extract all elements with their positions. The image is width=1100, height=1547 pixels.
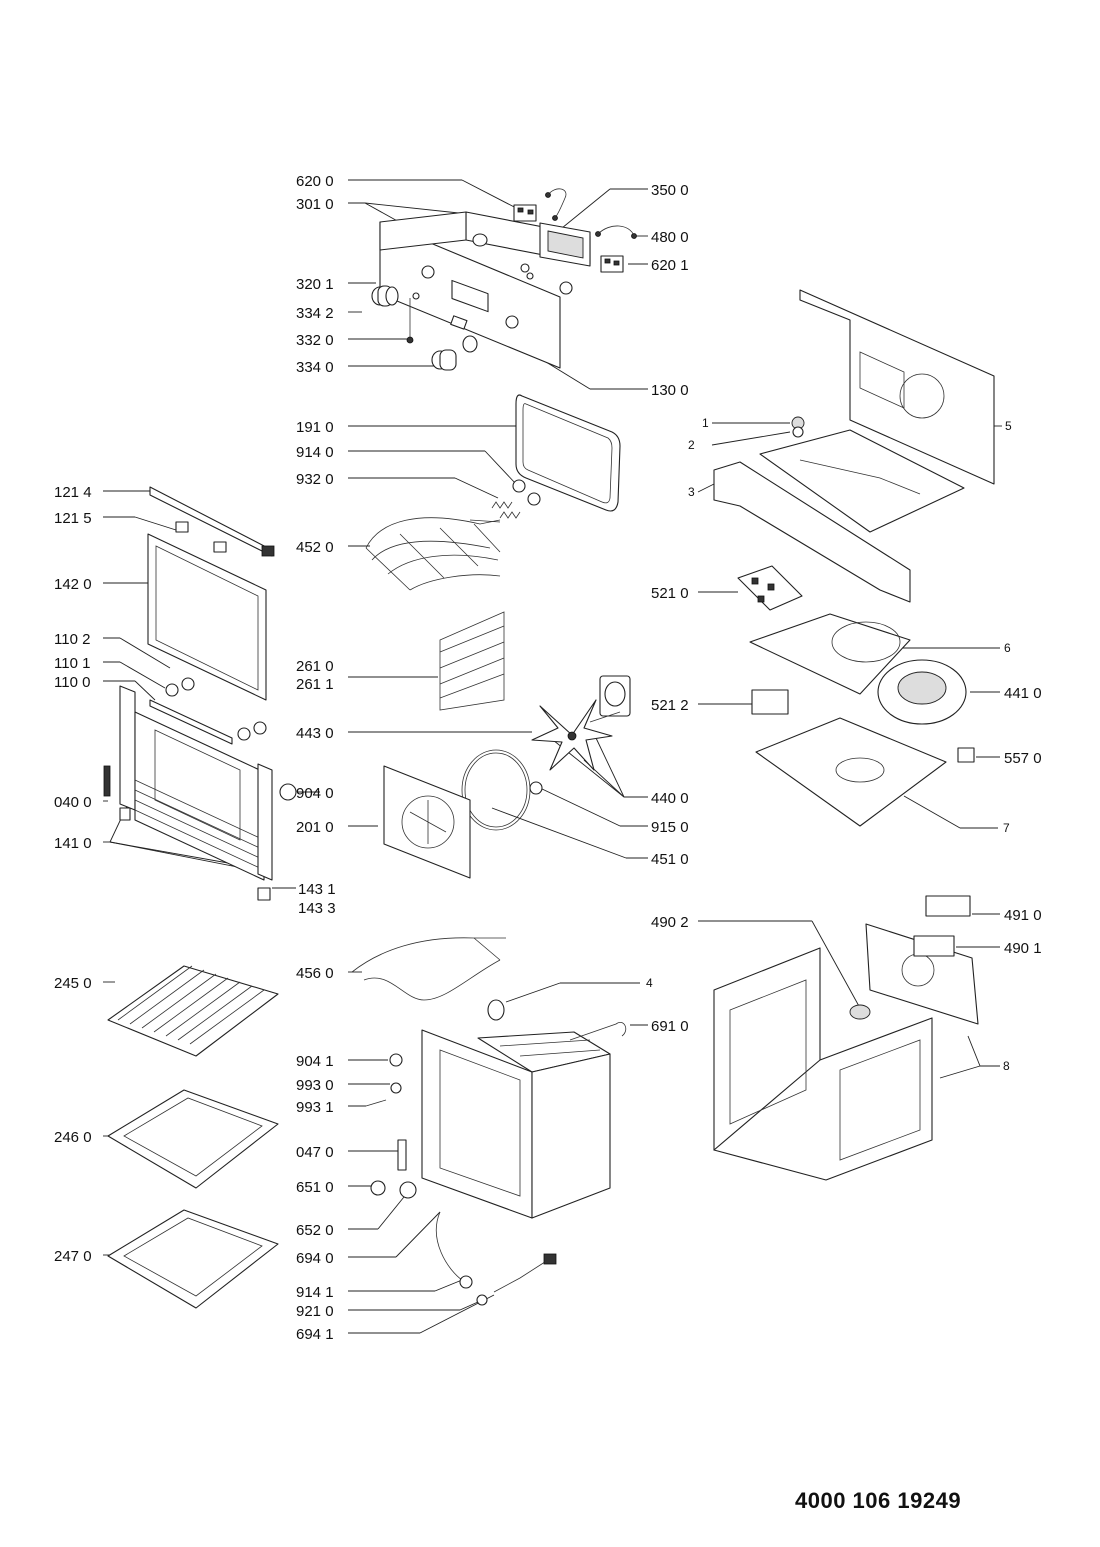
callout-141_0: 141 0 xyxy=(54,835,92,852)
callout-440_0: 440 0 xyxy=(651,790,689,807)
ring-heater-part xyxy=(461,749,543,831)
inner-door-part xyxy=(103,685,273,901)
callout-915_0: 915 0 xyxy=(651,819,689,836)
callout-691_0: 691 0 xyxy=(651,1018,689,1035)
callout-480_0: 480 0 xyxy=(651,229,689,246)
callout-694_1: 694 1 xyxy=(296,1326,334,1343)
callout-620_1: 620 1 xyxy=(651,257,689,274)
circuit-board-part xyxy=(737,565,803,611)
callout-993_0: 993 0 xyxy=(296,1077,334,1094)
callout-441_0: 441 0 xyxy=(1004,685,1042,702)
callout-130_0: 130 0 xyxy=(651,382,689,399)
callout-491_0: 491 0 xyxy=(1004,907,1042,924)
callout-914_0: 914 0 xyxy=(296,444,334,461)
callout-993_1: 993 1 xyxy=(296,1099,334,1116)
callout-557_0: 557 0 xyxy=(1004,750,1042,767)
callout-490_2: 490 2 xyxy=(651,914,689,931)
knob-part xyxy=(371,285,478,371)
callout-143_3: 143 3 xyxy=(298,900,336,917)
callout-labels: 620 0 301 0 350 0 480 0 620 1 320 1 334 … xyxy=(54,173,1042,1343)
fan-cover-part xyxy=(383,765,471,879)
document-number: 4000 106 19249 xyxy=(795,1488,962,1513)
callout-261_0: 261 0 xyxy=(296,658,334,675)
callout-914_1: 914 1 xyxy=(296,1284,334,1301)
display-module-part xyxy=(539,222,591,267)
callout-904_0: 904 0 xyxy=(296,785,334,802)
callout-143_1: 143 1 xyxy=(298,881,336,898)
callout-121_4: 121 4 xyxy=(54,484,92,501)
callout-350_0: 350 0 xyxy=(651,182,689,199)
bottom-duct-part xyxy=(755,717,947,827)
callout-3: 3 xyxy=(688,485,695,499)
cooling-duct-part xyxy=(749,613,911,695)
callout-040_0: 040 0 xyxy=(54,794,92,811)
fan-part xyxy=(531,699,613,771)
callout-521_2: 521 2 xyxy=(651,697,689,714)
grill-element-part xyxy=(365,517,501,591)
callout-7: 7 xyxy=(1003,821,1010,835)
callout-247_0: 247 0 xyxy=(54,1248,92,1265)
callout-201_0: 201 0 xyxy=(296,819,334,836)
callout-1: 1 xyxy=(702,416,709,430)
door-seal-part xyxy=(515,394,621,512)
callout-8: 8 xyxy=(1003,1059,1010,1073)
callout-4: 4 xyxy=(646,976,653,990)
callout-332_0: 332 0 xyxy=(296,332,334,349)
callout-301_0: 301 0 xyxy=(296,196,334,213)
oven-housing-part xyxy=(713,947,933,1181)
oven-cavity-part xyxy=(421,1029,611,1219)
callout-121_5: 121 5 xyxy=(54,510,92,527)
callout-490_1: 490 1 xyxy=(1004,940,1042,957)
callout-904_1: 904 1 xyxy=(296,1053,334,1070)
callout-334_2: 334 2 xyxy=(296,305,334,322)
callout-191_0: 191 0 xyxy=(296,419,334,436)
callout-921_0: 921 0 xyxy=(296,1303,334,1320)
top-cover-part xyxy=(799,289,995,485)
callout-261_1: 261 1 xyxy=(296,676,334,693)
fan-motor-part xyxy=(589,675,631,723)
switch-part xyxy=(513,204,624,273)
door-glass-part xyxy=(147,533,267,701)
callout-694_0: 694 0 xyxy=(296,1250,334,1267)
callout-456_0: 456 0 xyxy=(296,965,334,982)
baking-tray-part xyxy=(107,1089,279,1189)
callout-246_0: 246 0 xyxy=(54,1129,92,1146)
door-trim-part xyxy=(149,486,275,557)
callout-5: 5 xyxy=(1005,419,1012,433)
shelf-guide-part xyxy=(439,611,505,711)
callout-334_0: 334 0 xyxy=(296,359,334,376)
wire-rack-part xyxy=(107,965,279,1057)
callout-142_0: 142 0 xyxy=(54,576,92,593)
bottom-heater-part xyxy=(351,937,506,1001)
callout-652_0: 652 0 xyxy=(296,1222,334,1239)
callout-451_0: 451 0 xyxy=(651,851,689,868)
callout-245_0: 245 0 xyxy=(54,975,92,992)
callout-932_0: 932 0 xyxy=(296,471,334,488)
callout-110_2: 110 2 xyxy=(54,631,90,648)
callout-320_1: 320 1 xyxy=(296,276,334,293)
mounting-frame-part xyxy=(713,429,965,603)
drip-pan-part xyxy=(107,1209,279,1309)
spring-part xyxy=(491,479,541,519)
callout-110_1: 110 1 xyxy=(54,655,90,672)
callout-110_0: 110 0 xyxy=(54,674,90,691)
callout-452_0: 452 0 xyxy=(296,539,334,556)
callout-6: 6 xyxy=(1004,641,1011,655)
callout-047_0: 047 0 xyxy=(296,1144,334,1161)
callout-2: 2 xyxy=(688,438,695,452)
callout-651_0: 651 0 xyxy=(296,1179,334,1196)
callout-620_0a: 620 0 xyxy=(296,173,334,190)
callout-443_0: 443 0 xyxy=(296,725,334,742)
cooling-fan-part xyxy=(877,659,967,725)
callout-521_0: 521 0 xyxy=(651,585,689,602)
